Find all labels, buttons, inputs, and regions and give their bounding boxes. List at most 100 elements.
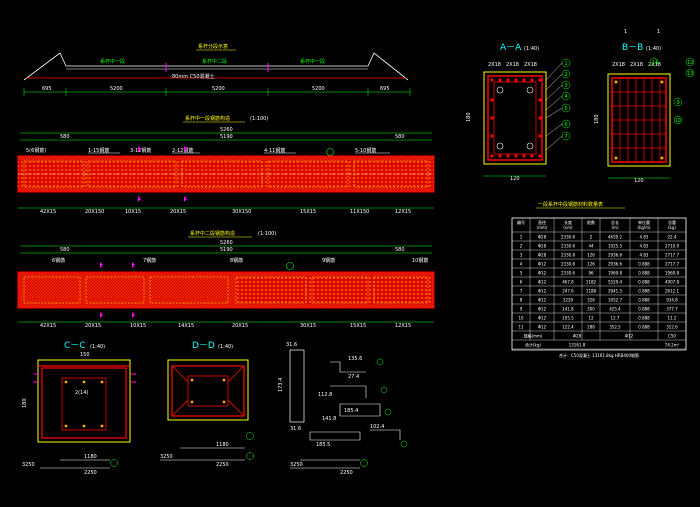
table-cell: 合计(kg) xyxy=(525,342,541,348)
sec-bb-callout: 10 xyxy=(675,118,681,124)
table-cell: Φ12 xyxy=(538,289,547,294)
sec-bb-callout: 12 xyxy=(687,60,693,66)
elev1-title: 系杆中一段钢筋构造 xyxy=(185,115,230,122)
sec-bb-callout: 9 xyxy=(677,100,680,106)
elev1-bdim: 10X15 xyxy=(125,209,141,215)
sec-cc-title: C－C xyxy=(64,341,86,351)
table-cell: 5529.4 xyxy=(608,280,622,285)
table-cell: 352.5 xyxy=(609,325,621,330)
table-cell: 425.4 xyxy=(609,307,621,312)
elev2-bar-label: 7钢筋 xyxy=(143,257,156,264)
table-cell: 0.888 xyxy=(638,289,650,294)
detail-b3-len: 112.8 xyxy=(318,392,332,398)
table-cell: 总长 xyxy=(611,219,619,225)
sec-aa-toplabel: 2X18 xyxy=(488,62,501,68)
table-cell: 2330.6 xyxy=(561,262,575,267)
elev1-total: 5260 xyxy=(220,127,233,133)
table-cell: 2330.6 xyxy=(561,235,575,240)
table-cell: 12.7 xyxy=(611,316,620,321)
elevation-2: 系杆中二段钢筋构造 (1:100) 5260 580 5190 580 6钢筋 … xyxy=(17,230,435,329)
elev1-bar-label: 4-11钢筋 xyxy=(264,147,285,154)
cc-bottom-1: 1180 xyxy=(84,454,97,460)
layout-dim-5: 695 xyxy=(380,86,390,92)
table-cell: 312.6 xyxy=(666,325,678,330)
elev2-bdim: 15X15 xyxy=(350,323,366,329)
detail-b3-tot: 185.4 xyxy=(344,408,358,414)
table-cell: 直径 xyxy=(538,219,546,225)
table-cell: 2710.9 xyxy=(665,244,679,249)
table-cell: Φ12 xyxy=(538,307,547,312)
sec-aa-toplabel: 2X18 xyxy=(524,62,537,68)
table-cell: 8 xyxy=(520,298,523,303)
dd-bottom-2: 3250 xyxy=(160,454,173,460)
table-cell: 5 xyxy=(520,271,523,276)
table-cell: Φ12 xyxy=(538,280,547,285)
table-cell: 2330.6 xyxy=(561,271,575,276)
detail-b2-len: 135.6 xyxy=(348,356,362,362)
table-cell: 6 xyxy=(520,280,523,285)
page-number: 1 xyxy=(624,29,627,35)
sec-bb-title: B－B xyxy=(622,43,643,53)
cc-bottom-3: 2250 xyxy=(84,470,97,476)
table-cell: 934.8 xyxy=(666,298,678,303)
table-cell: 288 xyxy=(587,325,595,330)
elev2-bdim: 30X15 xyxy=(300,323,316,329)
elev1-bdim: 30X150 xyxy=(232,209,251,215)
elev2-bdim: 20X15 xyxy=(232,323,248,329)
table-cell: 1052.7 xyxy=(608,298,622,303)
elev2-scale: (1:100) xyxy=(258,231,276,237)
table-cell: 11 xyxy=(518,325,524,330)
elev2-bar-labels: 6钢筋 7钢筋 8钢筋 9钢筋 10钢筋 xyxy=(52,257,428,264)
table-cell: 1969.8 xyxy=(665,271,679,276)
elev2-subdim-3: 580 xyxy=(395,247,405,253)
table-cell: 74.2m³ xyxy=(665,343,680,348)
table-cell: (m) xyxy=(611,225,618,230)
sec-cc-scale: (1:40) xyxy=(90,344,105,350)
elev2-subdim-1: 580 xyxy=(60,247,70,253)
elev1-subdim-1: 580 xyxy=(60,134,70,140)
sec-aa-scale: (1:40) xyxy=(524,46,539,52)
table-cell: 0.888 xyxy=(638,325,650,330)
table-cell: 2936.6 xyxy=(608,262,622,267)
table-cell: 4.83 xyxy=(640,235,649,240)
sec-aa-height: 180 xyxy=(466,112,472,122)
sec-aa-callout: 2 xyxy=(565,72,568,78)
table-cell: 2936.6 xyxy=(608,253,622,258)
table-cell: 规格(mm) xyxy=(524,333,543,339)
elev1-bdim: 20X150 xyxy=(85,209,104,215)
table-cell: 247.6 xyxy=(562,289,574,294)
table-cell: (mm) xyxy=(537,225,548,230)
table-cell: 3 xyxy=(520,253,523,258)
elev1-bottom-dims: 42X15 20X150 10X15 20X15 30X150 15X15 11… xyxy=(40,209,411,215)
material-table: 一段系杆中段钢筋材料数量表 编号直径(mm)长度(cm)根数总长(m)单位重(k… xyxy=(511,201,687,358)
table-cell: 0.888 xyxy=(638,271,650,276)
sec-bb-callout: 13 xyxy=(687,71,693,77)
dd-bottom-1: 1180 xyxy=(216,442,229,448)
sec-aa-callout: 4 xyxy=(565,94,568,100)
bar-details: 31.6 173.4 31.6 135.6 27.4 112.8 185.4 1… xyxy=(278,342,408,476)
table-cell: 2330.6 xyxy=(561,244,575,249)
sec-bb-height: 180 xyxy=(594,114,600,124)
table-cell: 467.8 xyxy=(562,280,574,285)
table-cell: Φ12 xyxy=(538,325,547,330)
sec-bb-toplabel: 2X18 xyxy=(648,62,661,68)
table-cell: 1025.5 xyxy=(608,244,622,249)
table-cell: 单位重 xyxy=(638,219,650,225)
elev1-bar-label: 5-10钢筋 xyxy=(355,147,376,154)
table-cell: 141.8 xyxy=(562,307,574,312)
table-cell: 2941.5 xyxy=(608,289,622,294)
table-cell: 22.4 xyxy=(668,235,677,240)
detail-b1-len: 31.6 xyxy=(286,342,297,348)
elev2-bdim: 12X15 xyxy=(395,323,411,329)
detail-b1-h: 173.4 xyxy=(278,378,284,392)
table-cell: 4907.8 xyxy=(665,280,679,285)
elev2-bar-label: 8钢筋 xyxy=(230,257,243,264)
table-cell: 0.888 xyxy=(638,316,650,321)
table-cell: 0.888 xyxy=(638,280,650,285)
section-a-a: A－A (1:40) 180 120 2X18 2X18 2X18 1 xyxy=(466,43,571,182)
elev2-bdim: 14X15 xyxy=(178,323,194,329)
table-cell: 44 xyxy=(588,244,594,249)
elev1-bdim: 15X15 xyxy=(300,209,316,215)
layout-dims: 695 5200 5200 5200 695 xyxy=(42,86,390,92)
